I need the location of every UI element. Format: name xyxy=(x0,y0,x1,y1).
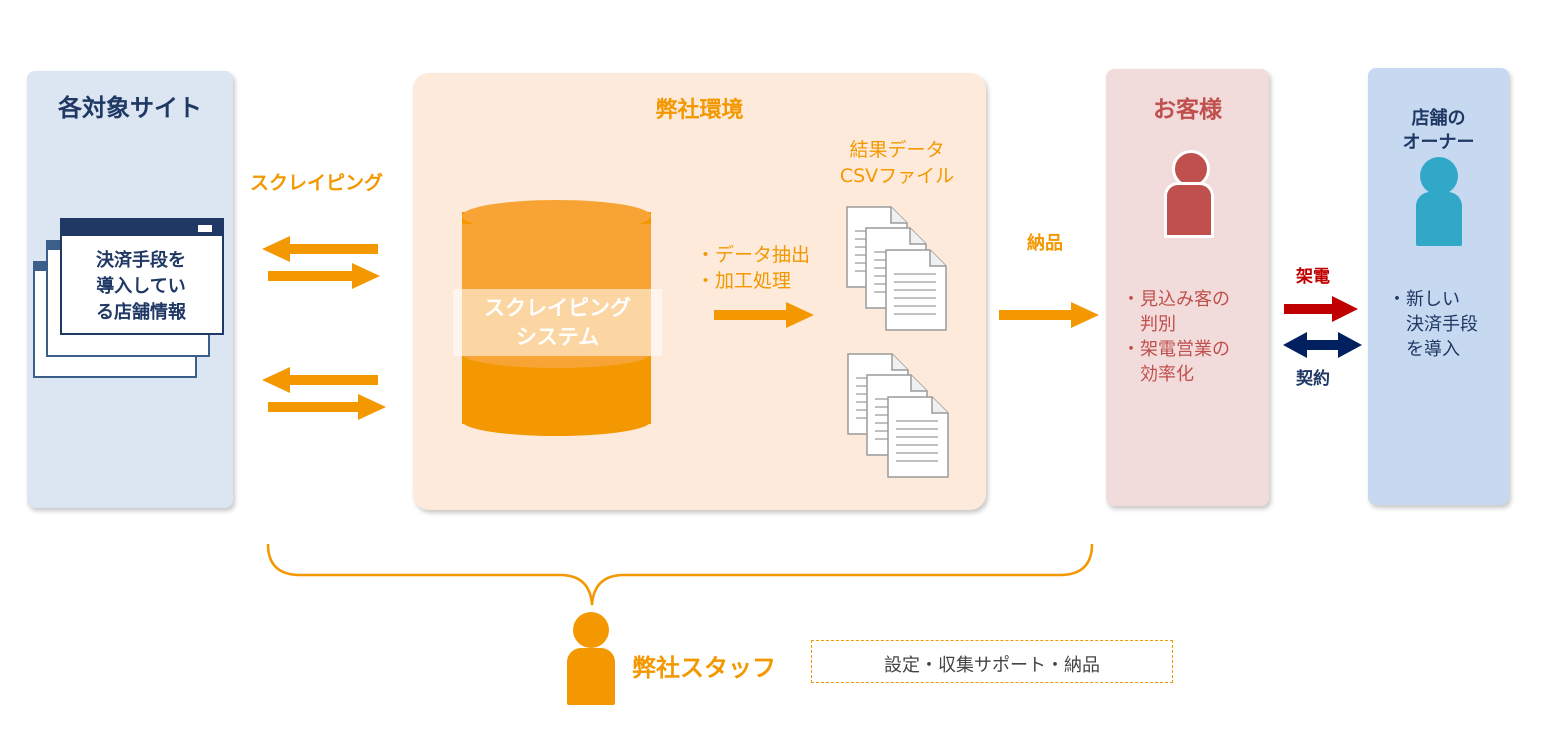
sites-window-line-2: 導入してい xyxy=(96,276,186,297)
db-label-line-2: システム xyxy=(515,325,600,349)
call-arrow-icon xyxy=(1284,296,1358,322)
customer-bullet-4: 効率化 xyxy=(1122,364,1194,385)
company-title: 弊社環境 xyxy=(655,98,744,123)
result-line-1: 結果データ xyxy=(849,139,945,161)
customer-bullet-1: ・見込み客の xyxy=(1122,289,1230,310)
delivery-arrow-icon xyxy=(999,302,1099,328)
curly-brace-icon xyxy=(266,543,1094,606)
staff-tasks-box xyxy=(811,640,1173,683)
scraping-arrow-right-upper xyxy=(268,263,380,289)
owner-panel xyxy=(1368,68,1509,505)
db-label-line-1: スクレイピング xyxy=(484,296,631,320)
process-line-2: ・加工処理 xyxy=(696,270,792,292)
db-label-box xyxy=(453,289,662,356)
scraping-arrow-left-lower xyxy=(262,367,378,393)
customer-panel xyxy=(1106,69,1269,506)
sites-title: 各対象サイト xyxy=(58,94,202,122)
owner-title-line-1: 店舗の xyxy=(1411,108,1466,129)
scraping-flow-label: スクレイピング xyxy=(250,172,384,194)
call-flow-label: 架電 xyxy=(1296,267,1330,287)
delivery-flow-label: 納品 xyxy=(1027,233,1063,254)
customer-bullet-2: 判別 xyxy=(1122,314,1176,335)
result-line-2: CSVファイル xyxy=(839,165,955,187)
scraping-arrow-left-upper xyxy=(262,236,378,262)
sites-window-line-1: 決済手段を xyxy=(96,250,186,271)
customer-bullet-3: ・架電営業の xyxy=(1122,339,1230,360)
sites-window-line-3: る店舗情報 xyxy=(96,302,186,323)
contract-flow-label: 契約 xyxy=(1296,369,1330,389)
process-line-1: ・データ抽出 xyxy=(696,244,811,266)
staff-tasks-text: 設定・収集サポート・納品 xyxy=(884,655,1100,676)
owner-bullet-3: を導入 xyxy=(1388,339,1460,360)
scraping-arrow-right-lower xyxy=(268,394,386,420)
owner-title-line-2: オーナー xyxy=(1402,132,1475,153)
owner-bullet-2: 決済手段 xyxy=(1388,314,1478,335)
staff-label: 弊社スタッフ xyxy=(632,654,776,682)
contract-arrow-icon xyxy=(1283,332,1362,358)
customer-title: お客様 xyxy=(1153,97,1222,123)
owner-bullet-1: ・新しい xyxy=(1388,289,1460,310)
